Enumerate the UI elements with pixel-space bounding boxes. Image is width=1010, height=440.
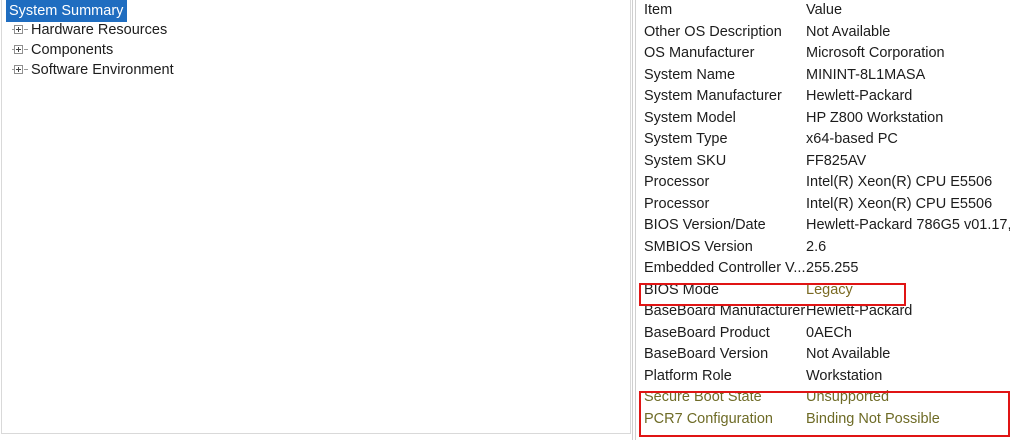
table-row[interactable]: Other OS Description Not Available [638,22,1010,44]
splitter-line-right [635,0,636,440]
row-item: Platform Role [644,367,732,384]
expand-plus-icon[interactable] [12,40,28,60]
panel-splitter[interactable] [632,0,638,440]
table-row[interactable]: System Manufacturer Hewlett-Packard [638,86,1010,108]
row-item: Embedded Controller V... [644,260,806,276]
tree-item-label: Software Environment [31,62,174,78]
expand-plus-icon[interactable] [12,60,28,80]
navigation-tree-panel[interactable]: System Summary Hardware Resources Compon… [1,0,631,434]
row-value: FF825AV [806,152,867,169]
row-item: BaseBoard Product [644,324,770,341]
table-row[interactable]: Embedded Controller V... 255.255 [638,258,1010,280]
row-item: System Type [644,131,728,147]
row-value: Intel(R) Xeon(R) CPU E5506 [806,195,993,212]
row-item: Processor [644,195,710,212]
detail-list-rows: Item Value Other OS Description Not Avai… [638,0,1010,430]
table-row[interactable]: System Type x64-based PC [638,129,1010,151]
table-row[interactable]: BIOS Version/Date Hewlett-Packard 786G5 … [638,215,1010,237]
splitter-line-left [632,0,633,440]
row-value: 255.255 [806,260,859,276]
row-item: PCR7 Configuration [644,410,773,427]
column-header-row[interactable]: Item Value [638,0,1010,22]
row-value: HP Z800 Workstation [806,109,944,126]
row-item: Other OS Description [644,23,782,40]
row-item: BaseBoard Manufacturer [644,303,806,319]
row-value: Hewlett-Packard [806,88,913,104]
table-row[interactable]: System Model HP Z800 Workstation [638,108,1010,130]
table-row-secure-boot-state[interactable]: Secure Boot State Unsupported [638,387,1010,409]
row-value: MININT-8L1MASA [806,66,926,83]
row-value: Legacy [806,281,853,298]
tree-item-system-summary[interactable]: System Summary [2,0,630,22]
row-item: Secure Boot State [644,389,762,405]
row-item: Processor [644,174,710,190]
tree-item-label: Components [31,42,114,58]
row-value: Hewlett-Packard 786G5 v01.17, 8/ [806,217,1010,233]
table-row[interactable]: BaseBoard Manufacturer Hewlett-Packard [638,301,1010,323]
row-item: System SKU [644,152,727,169]
row-value: Binding Not Possible [806,410,940,427]
expand-plus-icon[interactable] [12,20,28,40]
row-item: BaseBoard Version [644,346,769,362]
detail-list-panel[interactable]: Item Value Other OS Description Not Avai… [638,0,1010,440]
tree-item-label: System Summary [6,0,128,22]
table-row[interactable]: Platform Role Workstation [638,366,1010,388]
row-value: Not Available [806,23,891,40]
row-item: System Name [644,66,736,83]
column-header-item[interactable]: Item [644,2,673,18]
row-value: 0AECh [806,324,852,341]
column-header-value[interactable]: Value [806,2,843,18]
table-row-bios-mode[interactable]: BIOS Mode Legacy [638,280,1010,302]
table-row[interactable]: BaseBoard Version Not Available [638,344,1010,366]
row-value: Hewlett-Packard [806,303,913,319]
table-row[interactable]: System SKU FF825AV [638,151,1010,173]
tree-list: System Summary Hardware Resources Compon… [2,0,630,80]
table-row[interactable]: SMBIOS Version 2.6 [638,237,1010,259]
row-item: OS Manufacturer [644,45,755,61]
tree-item-hardware-resources[interactable]: Hardware Resources [2,20,630,40]
tree-item-components[interactable]: Components [2,40,630,60]
table-row[interactable]: Processor Intel(R) Xeon(R) CPU E5506 [638,172,1010,194]
table-row[interactable]: OS Manufacturer Microsoft Corporation [638,43,1010,65]
row-item: System Model [644,109,736,126]
table-row[interactable]: System Name MININT-8L1MASA [638,65,1010,87]
row-value: x64-based PC [806,131,898,147]
row-value: Workstation [806,367,883,384]
row-value: Not Available [806,346,891,362]
table-row[interactable]: Processor Intel(R) Xeon(R) CPU E5506 [638,194,1010,216]
row-value: Microsoft Corporation [806,45,945,61]
row-item: SMBIOS Version [644,238,753,255]
row-item: BIOS Mode [644,281,719,298]
row-value: 2.6 [806,238,827,255]
table-row-pcr7-configuration[interactable]: PCR7 Configuration Binding Not Possible [638,409,1010,431]
tree-item-label: Hardware Resources [31,22,168,38]
row-value: Intel(R) Xeon(R) CPU E5506 [806,174,993,190]
row-item: BIOS Version/Date [644,217,766,233]
tree-item-software-environment[interactable]: Software Environment [2,60,630,80]
row-item: System Manufacturer [644,88,782,104]
row-value: Unsupported [806,389,890,405]
table-row[interactable]: BaseBoard Product 0AECh [638,323,1010,345]
